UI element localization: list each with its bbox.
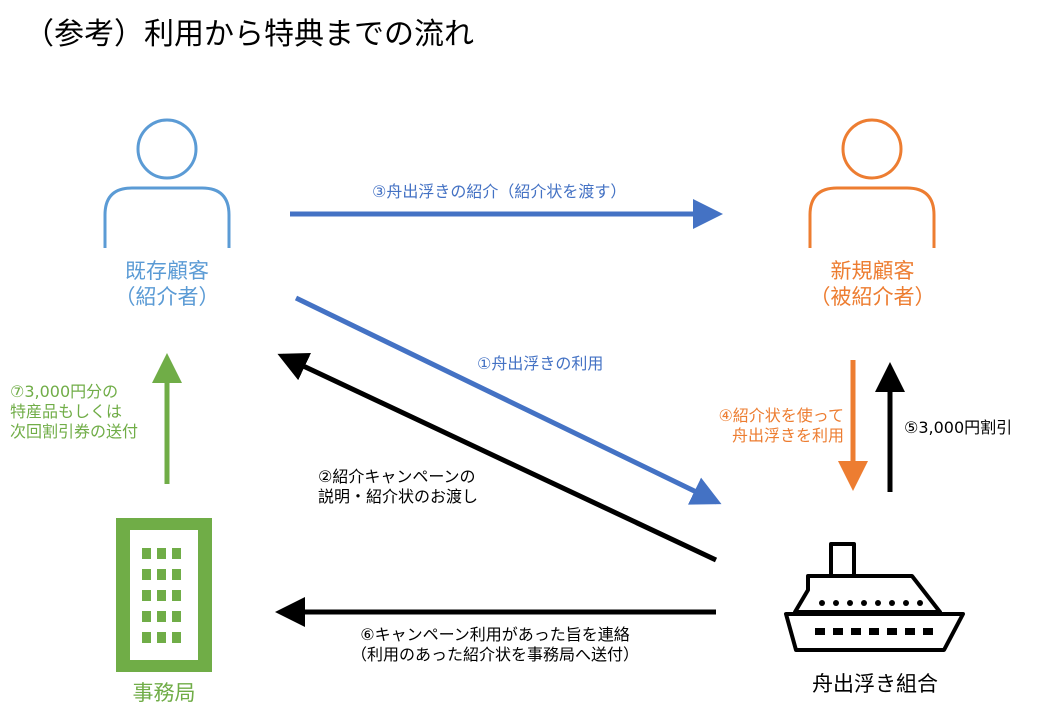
step4-line1: ④紹介状を使って bbox=[718, 406, 844, 425]
existing-customer-label: 既存顧客 （紹介者） bbox=[92, 258, 242, 311]
association-label: 舟出浮き組合 bbox=[812, 672, 938, 696]
existing-customer-person-icon bbox=[103, 118, 231, 248]
new-customer-label: 新規顧客 （被紹介者） bbox=[790, 258, 955, 311]
ship-icon bbox=[784, 542, 965, 652]
step6-label: ⑥キャンペーン利用があった旨を連絡 （利用のあった紹介状を事務局へ送付） bbox=[330, 625, 660, 665]
existing-customer-name: 既存顧客 bbox=[125, 259, 209, 283]
new-customer-person-icon bbox=[808, 118, 936, 248]
step5-label: ⑤3,000円割引 bbox=[904, 418, 1013, 437]
step1-label: ①舟出浮きの利用 bbox=[477, 354, 604, 373]
step4-label: ④紹介状を使って 舟出浮きを利用 bbox=[676, 406, 844, 446]
arrow-step1 bbox=[294, 295, 722, 505]
step6-line2: （利用のあった紹介状を事務局へ送付） bbox=[350, 645, 639, 664]
step2-line2: 説明・紹介状のお渡し bbox=[318, 487, 479, 506]
step7-label: ⑦3,000円分の 特産品もしくは 次回割引券の送付 bbox=[10, 382, 138, 442]
step4-line2: 舟出浮きを利用 bbox=[731, 426, 844, 445]
step7-line1: ⑦3,000円分の bbox=[10, 382, 119, 401]
arrow-step2 bbox=[277, 353, 718, 563]
step3-label: ③舟出浮きの紹介（紹介状を渡す） bbox=[372, 182, 627, 201]
existing-customer-role: （紹介者） bbox=[114, 285, 220, 310]
building-icon bbox=[116, 518, 212, 672]
page-title: （参考）利用から特典までの流れ bbox=[24, 17, 474, 52]
office-label: 事務局 bbox=[132, 681, 196, 705]
step6-line1: ⑥キャンペーン利用があった旨を連絡 bbox=[360, 625, 630, 644]
step2-line1: ②紹介キャンペーンの bbox=[318, 467, 476, 486]
step7-line3: 次回割引券の送付 bbox=[10, 422, 139, 441]
new-customer-role: （被紹介者） bbox=[809, 285, 936, 310]
new-customer-name: 新規顧客 bbox=[830, 259, 915, 283]
step7-line2: 特産品もしくは bbox=[10, 402, 123, 421]
step2-label: ②紹介キャンペーンの 説明・紹介状のお渡し bbox=[318, 467, 478, 507]
